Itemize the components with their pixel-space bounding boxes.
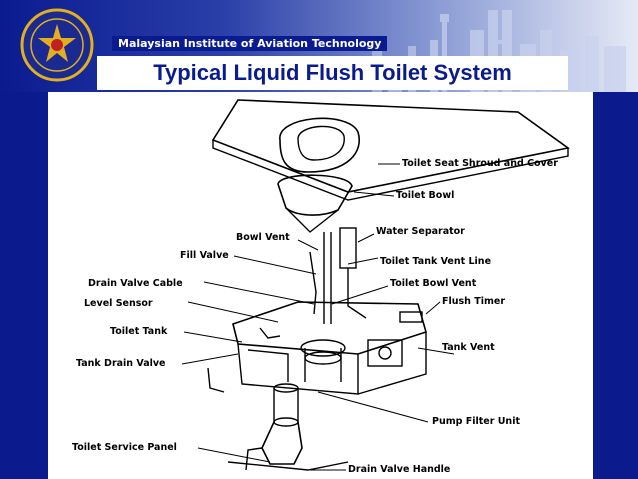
left-margin <box>0 92 48 479</box>
label-tank-vent-line: Toilet Tank Vent Line <box>380 256 492 267</box>
label-flush-timer: Flush Timer <box>442 296 505 307</box>
label-seat-shroud: Toilet Seat Shroud and Cover <box>402 158 558 169</box>
institute-name: Malaysian Institute of Aviation Technolo… <box>112 36 388 51</box>
label-drain-valve-cable: Drain Valve Cable <box>88 278 183 289</box>
title-bar: Typical Liquid Flush Toilet System <box>97 56 568 90</box>
label-fill-valve: Fill Valve <box>180 250 229 261</box>
label-level-sensor: Level Sensor <box>84 298 153 309</box>
label-pump-filter-unit: Pump Filter Unit <box>432 416 520 427</box>
label-toilet-bowl-vent: Toilet Bowl Vent <box>390 278 477 289</box>
label-bowl-vent: Bowl Vent <box>236 232 290 243</box>
label-water-separator: Water Separator <box>376 226 465 237</box>
diagram-panel: Toilet Seat Shroud and Cover Toilet Bowl… <box>48 92 593 479</box>
label-tank-vent: Tank Vent <box>442 342 495 353</box>
label-service-panel: Toilet Service Panel <box>72 442 177 453</box>
slide-header: Malaysian Institute of Aviation Technolo… <box>0 0 638 92</box>
label-toilet-tank: Toilet Tank <box>110 326 168 337</box>
label-drain-valve-handle: Drain Valve Handle <box>348 464 451 475</box>
slide-title: Typical Liquid Flush Toilet System <box>153 60 512 85</box>
label-tank-drain-valve: Tank Drain Valve <box>76 358 166 369</box>
toilet-system-drawing <box>181 99 570 471</box>
institute-seal-icon <box>20 8 94 82</box>
label-toilet-bowl: Toilet Bowl <box>396 190 455 201</box>
